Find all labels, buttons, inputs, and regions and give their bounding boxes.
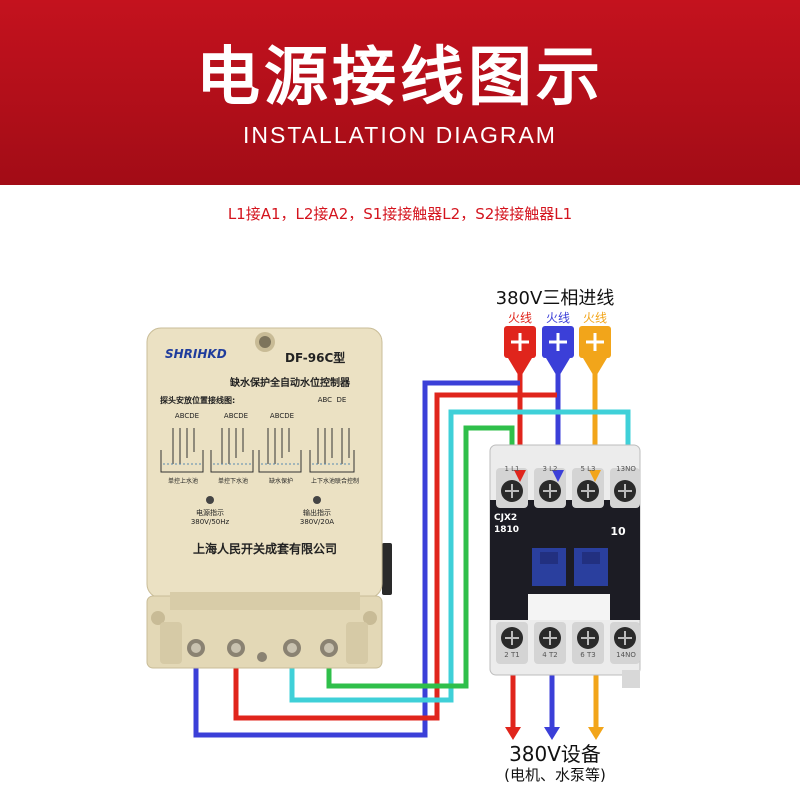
contactor-bottom-label-4: 14NO (616, 651, 636, 659)
probe-caption-4: 上下水池联合控制 (310, 478, 359, 485)
output-rating: 380V/20A (299, 518, 335, 526)
control-wire-blue (193, 380, 520, 738)
contactor-top-label-1: 1 L1 (504, 465, 520, 473)
controller-terminals (187, 639, 338, 662)
contactor-bottom-label-2: 4 T2 (542, 651, 558, 659)
side-switch (382, 543, 392, 595)
output-arrows (505, 727, 604, 740)
contactor-bottom-terminals (496, 622, 640, 664)
output-led (313, 496, 321, 504)
power-label: 电源指示 (196, 509, 224, 517)
control-wire-red (233, 392, 557, 721)
control-wire-green (326, 425, 515, 689)
probe-heading: 探头安放位置接线图: (160, 396, 236, 405)
contactor-code: 10 (610, 525, 626, 538)
supply-title: 380V三相进线 (495, 288, 615, 309)
phase-label-1: 火线 (507, 311, 532, 325)
level-controller (146, 327, 392, 669)
supply-plug-blue (542, 326, 574, 378)
probe-diagrams (160, 428, 355, 473)
probe-letters-2: ABCDE (223, 412, 249, 420)
load-subtitle: (电机、水泵等) (504, 766, 606, 784)
phase-label-3: 火线 (582, 311, 607, 325)
controller-logo: SHRIHKD (165, 347, 227, 361)
phase-label-2: 火线 (545, 311, 570, 325)
power-rating: 380V/50Hz (190, 518, 230, 526)
control-wire-cyan (289, 409, 631, 703)
contactor-model: CJX2 1810 (494, 513, 520, 535)
probe-letters-3: ABCDE (269, 412, 295, 420)
probe-letters-4: ABC DE (317, 396, 347, 404)
supply-plug-red (504, 326, 536, 378)
probe-caption-1: 单控上水池 (167, 478, 198, 485)
contactor-bottom-label-3: 6 T3 (580, 651, 596, 659)
contactor (489, 444, 641, 688)
probe-caption-2: 单控下水池 (217, 478, 248, 485)
contactor-top-label-3: 5 L3 (580, 465, 596, 473)
load-title: 380V设备 (509, 742, 601, 766)
probe-caption-3: 缺水保护 (268, 478, 293, 485)
probe-letters-1: ABCDE (174, 412, 200, 420)
header-banner: 电源接线图示 INSTALLATION DIAGRAM (0, 0, 800, 185)
page-title: 电源接线图示 (196, 41, 604, 115)
controller-maker: 上海人民开关成套有限公司 (192, 542, 337, 556)
wiring-note: L1接A1，L2接A2，S1接接触器L2，S2接接触器L1 (227, 205, 573, 223)
controller-model: DF-96C型 (285, 351, 346, 365)
contactor-top-label-2: 3 L2 (542, 465, 558, 473)
contactor-top-label-4: 13NO (616, 465, 636, 473)
supply-plug-yellow (579, 326, 611, 378)
supply-arrows (514, 470, 601, 482)
mount-hole (259, 336, 271, 348)
output-label: 输出指示 (303, 509, 331, 517)
controller-name: 缺水保护全自动水位控制器 (230, 378, 350, 389)
power-led (206, 496, 214, 504)
contactor-bottom-label-1: 2 T1 (504, 651, 520, 659)
page-subtitle: INSTALLATION DIAGRAM (243, 122, 557, 148)
